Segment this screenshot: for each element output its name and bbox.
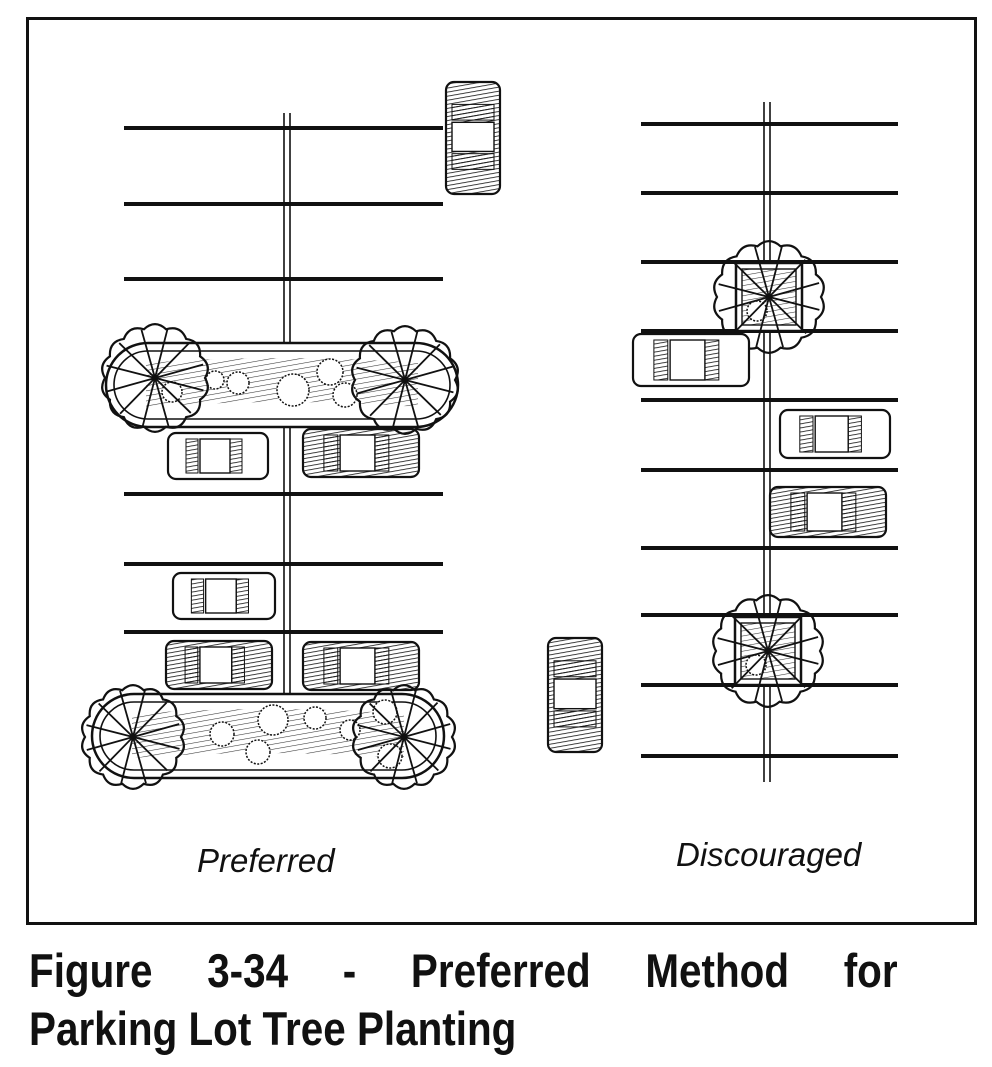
car-windshield <box>231 646 245 684</box>
figure-caption: Figure 3-34 - Preferred Method for Parki… <box>29 942 898 1058</box>
car-icon <box>631 332 751 388</box>
car-icon <box>171 571 277 621</box>
car-roof <box>199 646 233 684</box>
caption-word: Preferred <box>410 944 591 997</box>
car-windshield <box>374 434 390 472</box>
island-inner-curb <box>99 701 437 771</box>
car-rear-window <box>799 415 814 453</box>
tree-canopy-icon <box>713 240 825 354</box>
car-icon <box>546 636 604 754</box>
car-icon <box>166 431 270 481</box>
car-rear-window <box>790 492 806 532</box>
caption-word: Method <box>645 944 790 997</box>
car-rear-window <box>653 339 669 381</box>
canopy-outline <box>352 684 456 790</box>
car-rear-window <box>323 647 339 685</box>
canopy-outline <box>81 684 185 790</box>
planting-island <box>104 341 460 429</box>
car-windshield <box>235 578 249 614</box>
preferred-label: Preferred <box>197 842 335 879</box>
car-icon <box>768 485 888 539</box>
caption-line-2: Parking Lot Tree Planting <box>29 1002 517 1055</box>
preferred-layout <box>81 80 604 790</box>
canopy-branch <box>356 365 454 395</box>
car-roof <box>204 578 237 614</box>
shrub-icon <box>276 373 310 407</box>
shrub-icon <box>226 371 250 395</box>
shrub-icon <box>257 704 289 736</box>
island-inner-curb <box>113 350 451 420</box>
car-windshield <box>847 415 862 453</box>
car-icon <box>778 408 892 460</box>
tree-well <box>713 240 825 354</box>
car-windshield <box>841 492 857 532</box>
canopy-outline <box>101 323 209 433</box>
caption-word: - <box>342 944 357 997</box>
car-roof <box>806 492 843 532</box>
car-icon <box>164 639 274 691</box>
car-rear-window <box>451 153 495 170</box>
caption-word: for <box>843 944 898 997</box>
car-rear-window <box>190 578 205 614</box>
canopy-outline <box>351 325 459 435</box>
shrub-icon <box>303 706 327 730</box>
shrub-icon <box>316 358 344 386</box>
tree-canopy-icon <box>352 684 456 790</box>
car-roof <box>451 121 495 153</box>
planting-island <box>90 692 446 780</box>
car-windshield <box>704 339 720 381</box>
caption-line-1: Figure 3-34 - Preferred Method for <box>29 942 898 1000</box>
car-roof <box>814 415 849 453</box>
tree-canopy-icon <box>81 684 185 790</box>
car-roof <box>339 647 376 685</box>
figure-frame <box>26 17 977 925</box>
car-icon <box>444 80 502 196</box>
car-roof <box>339 434 376 472</box>
discouraged-label: Discouraged <box>676 836 862 873</box>
canopy-branch <box>717 636 819 666</box>
tree-well <box>712 594 824 708</box>
canopy-branch <box>357 723 451 751</box>
car-icon <box>301 427 421 479</box>
car-rear-window <box>184 646 199 684</box>
canopy-branch <box>86 723 180 751</box>
canopy-outline <box>713 240 825 354</box>
car-roof <box>553 678 597 710</box>
car-windshield <box>451 103 495 121</box>
car-windshield <box>553 660 597 678</box>
shrub-icon <box>372 699 398 725</box>
shrub-icon <box>332 382 358 408</box>
car-rear-window <box>185 438 199 474</box>
tree-canopy-icon <box>101 323 209 433</box>
tree-canopy-icon <box>712 594 824 708</box>
caption-word: Figure <box>29 944 153 997</box>
median-curb <box>283 422 291 694</box>
car-rear-window <box>553 710 597 728</box>
canopy-branch <box>718 282 820 312</box>
discouraged-layout <box>631 102 898 782</box>
car-icon <box>301 640 421 692</box>
tree-canopy-icon <box>351 325 459 435</box>
shrub-icon <box>245 739 271 765</box>
car-roof <box>669 339 706 381</box>
canopy-branch <box>106 363 204 393</box>
shrub-icon <box>377 743 403 769</box>
median-curb <box>283 113 291 350</box>
caption-word: 3-34 <box>207 944 289 997</box>
car-windshield <box>374 647 390 685</box>
canopy-outline <box>712 594 824 708</box>
car-rear-window <box>323 434 339 472</box>
shrub-icon <box>209 721 235 747</box>
car-windshield <box>229 438 243 474</box>
car-roof <box>199 438 231 474</box>
